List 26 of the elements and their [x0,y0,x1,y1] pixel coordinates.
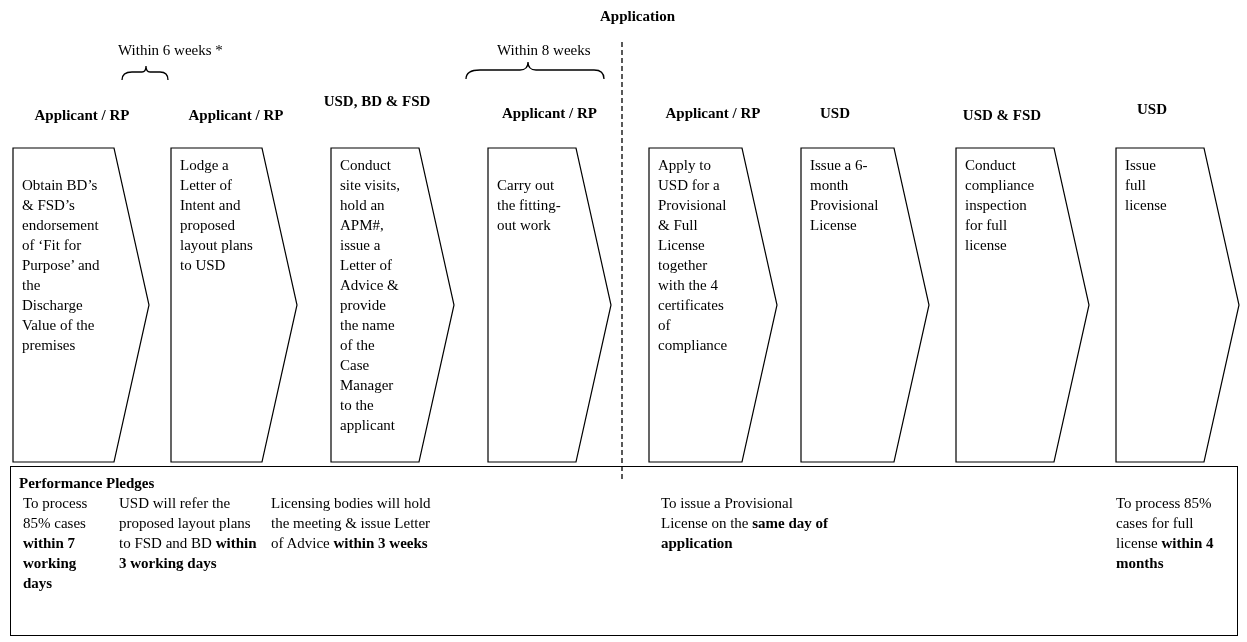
pledge-text: Licensing bodies will hold the meeting & issue Letter of Advice within 3 weeks [271,494,431,553]
actor-heading: USD [1136,100,1168,118]
step-text: Lodge a Letter of Intent and proposed layout plans to USD [180,156,254,275]
duration-label: Within 6 weeks * [118,42,223,59]
actor-heading: USD, BD & FSD [322,92,432,110]
pledge-panel [10,466,1238,636]
step-text: Apply to USD for a Provisional & Full License together with the 4 certificates of compliance [658,156,729,355]
section-heading: Application [600,8,675,25]
step-text: Carry out the fitting-out work [497,176,562,235]
actor-heading: USD [819,104,851,122]
step-text: Conduct site visits, hold an APM#, issue a Letter of Advice & provide the name of the Case Manager to the applicant [340,156,401,435]
duration-label: Within 8 weeks [497,42,591,59]
pledge-text: To issue a Provisional License on the same day of application [661,494,830,553]
step-text: Obtain BD’s & FSD’s endorsement of ‘Fit for Purpose’ and the Discharge Value of the premises [22,176,101,355]
actor-heading: Applicant / RP [664,104,762,122]
pledge-text: To process 85% cases within 7 working days [23,494,89,593]
step-text: Issue a 6-month Provisional License [810,156,880,235]
pledge-text: To process 85% cases for full license within 4 months [1116,494,1215,573]
actor-heading: USD & FSD [961,106,1043,124]
step-text: Conduct compliance inspection for full license [965,156,1036,255]
pledge-text: USD will refer the proposed layout plans to FSD and BD within 3 working days [119,494,258,573]
actor-heading: Applicant / RP [33,106,131,124]
step-text: Issue full license [1125,156,1168,215]
panel-heading: Performance Pledges [19,474,155,493]
actor-heading: Applicant / RP [187,106,285,124]
actor-heading: Applicant / RP [501,104,598,122]
